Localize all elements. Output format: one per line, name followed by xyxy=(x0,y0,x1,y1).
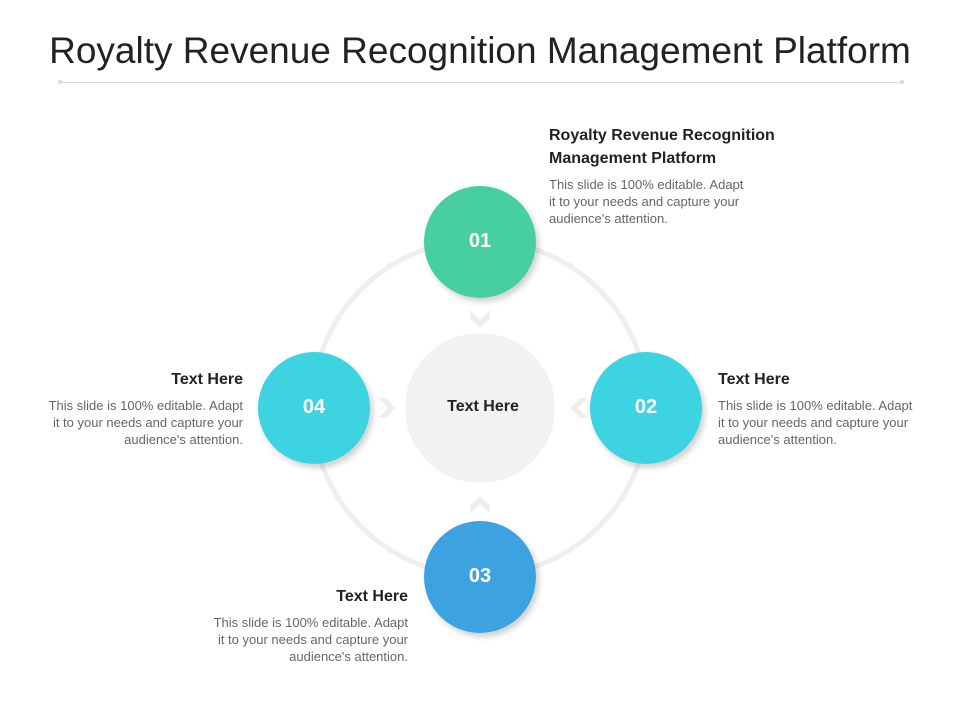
callout-body: it to your needs and capture your xyxy=(549,194,740,209)
title-divider xyxy=(58,80,904,84)
chevron-down-icon xyxy=(470,310,490,328)
chevron-right-icon xyxy=(378,398,396,418)
callout-heading: Royalty Revenue Recognition xyxy=(549,127,775,144)
callout-body: it to your needs and capture your xyxy=(217,632,408,647)
slide-title: Royalty Revenue Recognition Management P… xyxy=(49,30,911,71)
callout-heading: Management Platform xyxy=(549,150,717,167)
callout-body: it to your needs and capture your xyxy=(718,415,909,430)
step-circle-01 xyxy=(424,186,536,298)
callout-body: audience's attention. xyxy=(289,649,408,664)
callout-body: This slide is 100% editable. Adapt xyxy=(718,398,913,413)
step-circle-04 xyxy=(258,352,370,464)
callout-body: audience's attention. xyxy=(718,432,837,447)
callout-04: Text Here This slide is 100% editable. A… xyxy=(13,368,243,448)
callout-body: This slide is 100% editable. Adapt xyxy=(213,615,408,630)
callout-heading: Text Here xyxy=(171,371,243,388)
callout-body: it to your needs and capture your xyxy=(52,415,243,430)
callout-body: audience's attention. xyxy=(549,211,668,226)
step-number-04: 04 xyxy=(302,396,326,418)
callout-heading: Text Here xyxy=(336,588,408,605)
callout-body: This slide is 100% editable. Adapt xyxy=(48,398,243,413)
step-number-01: 01 xyxy=(468,230,492,252)
center-hub xyxy=(405,333,555,483)
callout-03: Text Here This slide is 100% editable. A… xyxy=(178,585,408,665)
callout-heading: Text Here xyxy=(718,371,790,388)
chevron-up-icon xyxy=(470,496,490,514)
center-label: Text Here xyxy=(447,398,519,415)
callout-01: Royalty Revenue Recognition Management P… xyxy=(549,124,839,227)
step-circle-02 xyxy=(590,352,702,464)
step-circle-03 xyxy=(424,521,536,633)
step-number-02: 02 xyxy=(634,396,658,418)
callout-body: This slide is 100% editable. Adapt xyxy=(549,177,744,192)
callout-body: audience's attention. xyxy=(124,432,243,447)
chevron-left-icon xyxy=(570,398,588,418)
step-number-03: 03 xyxy=(468,565,492,587)
callout-02: Text Here This slide is 100% editable. A… xyxy=(718,368,948,448)
